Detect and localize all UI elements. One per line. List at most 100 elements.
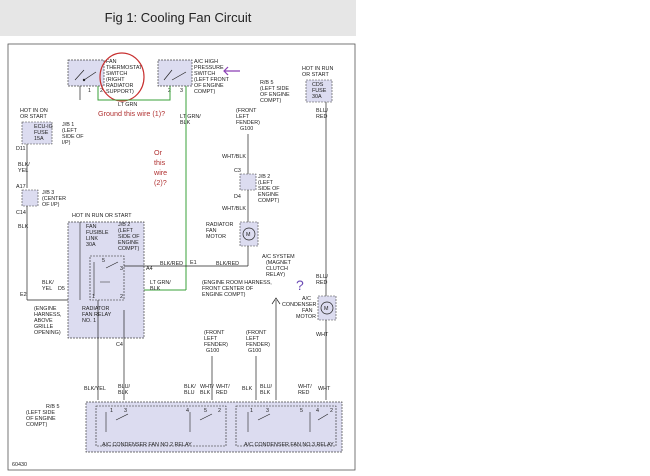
label: FAN bbox=[106, 59, 117, 65]
label: (FRONT bbox=[204, 330, 225, 336]
ac-condenser-fan-motor: M A/C CONDENSER FAN MOTOR bbox=[282, 295, 337, 321]
pin: 1 bbox=[88, 88, 91, 94]
label: (ENGINE ROOM HARNESS, bbox=[202, 280, 272, 286]
annotation-or-wire-2: wire bbox=[153, 168, 167, 177]
label: HOT IN RUN OR START bbox=[72, 213, 132, 219]
label: NO. 1 bbox=[82, 318, 96, 324]
label: (LEFT SIDE bbox=[26, 410, 55, 416]
wire-label: BLK/RED bbox=[160, 261, 183, 267]
wire-label: WHT bbox=[318, 386, 331, 392]
annotation-or-wire-2: Or bbox=[154, 148, 163, 157]
label: SIDE OF bbox=[258, 186, 280, 192]
label: OF I/P) bbox=[42, 202, 60, 208]
wire-label: LT GRN bbox=[118, 102, 137, 108]
label: 15A bbox=[34, 136, 44, 142]
label: THERMOSTAT bbox=[106, 65, 143, 71]
label: FUSE bbox=[312, 88, 327, 94]
pin: 3 bbox=[120, 266, 123, 272]
pin: 5 bbox=[204, 408, 207, 414]
pin: 5 bbox=[102, 258, 105, 264]
connector: D11 bbox=[16, 146, 26, 152]
wire-label: BLK/RED bbox=[216, 261, 239, 267]
green-wire bbox=[97, 86, 171, 101]
question-mark-annotation: ? bbox=[296, 277, 304, 293]
label: FAN bbox=[302, 308, 313, 314]
label: FAN RELAY bbox=[82, 312, 112, 318]
label: FUSE bbox=[34, 130, 49, 136]
wire-label: BLU/ bbox=[118, 384, 130, 390]
label: HARNESS, bbox=[34, 312, 62, 318]
connector: E1 bbox=[190, 260, 197, 266]
connector: D5 bbox=[58, 286, 65, 292]
pin: 4 bbox=[186, 408, 189, 414]
label: OF ENGINE bbox=[194, 83, 224, 89]
figure-title: Fig 1: Cooling Fan Circuit bbox=[104, 10, 252, 25]
label: FUSIBLE bbox=[86, 230, 109, 236]
pin: 2 bbox=[100, 88, 103, 94]
connector: C3 bbox=[234, 168, 241, 174]
pin: 2 bbox=[330, 408, 333, 414]
wire-label: WHT bbox=[316, 332, 329, 338]
label: RADIATOR bbox=[82, 306, 109, 312]
wire-label: WHT/BLK bbox=[222, 154, 246, 160]
wire-label: BLK bbox=[180, 120, 191, 126]
label: (LEFT bbox=[62, 128, 78, 134]
label: J/B 1 bbox=[62, 122, 74, 128]
wire-label: BLU bbox=[184, 390, 195, 396]
wire-label: BLU/ bbox=[316, 108, 328, 114]
label: RELAY) bbox=[266, 272, 285, 278]
label: G100 bbox=[248, 348, 261, 354]
pin: 2 bbox=[120, 294, 123, 300]
pin: 2 bbox=[218, 408, 221, 414]
label: FAN bbox=[86, 224, 97, 230]
wire-label: RED bbox=[216, 390, 227, 396]
label: FENDER) bbox=[204, 342, 228, 348]
label: (ENGINE bbox=[34, 306, 57, 312]
label: SWITCH bbox=[194, 71, 215, 77]
wire-label: BLK bbox=[242, 386, 253, 392]
label: MOTOR bbox=[206, 234, 226, 240]
wire-label: YEL bbox=[18, 168, 28, 174]
wire-label: BLK bbox=[150, 286, 161, 292]
wire-label: YEL bbox=[42, 286, 52, 292]
label: RADIATOR bbox=[106, 83, 133, 89]
label: I/P) bbox=[62, 140, 71, 146]
pin: 5 bbox=[300, 408, 303, 414]
annotation-or-wire-2: (2)? bbox=[154, 178, 167, 187]
label: SWITCH bbox=[106, 71, 127, 77]
pin: 3 bbox=[180, 88, 183, 94]
wire-label: LT GRN/ bbox=[180, 114, 201, 120]
pin: 3 bbox=[266, 408, 269, 414]
label: SIDE OF bbox=[118, 234, 140, 240]
label: J/B 3 bbox=[42, 190, 54, 196]
label: G100 bbox=[240, 126, 253, 132]
relay-label: A/C CONDENSER FAN NO.2 RELAY bbox=[102, 442, 192, 448]
label: OPENING) bbox=[34, 330, 61, 336]
wire bbox=[211, 356, 257, 400]
red-circle-annotation bbox=[99, 52, 145, 102]
label: HOT IN ON bbox=[20, 108, 48, 114]
label: MOTOR bbox=[296, 314, 316, 320]
ac-high-pressure-switch: A/C HIGH PRESSURE SWITCH (LEFT FRONT OF … bbox=[157, 59, 230, 95]
label: FAN bbox=[206, 228, 217, 234]
jb2-right-block: J/B 2 (LEFT SIDE OF ENGINE COMPT) bbox=[239, 173, 280, 204]
label: ENGINE bbox=[118, 240, 139, 246]
wire-label: BLK/ bbox=[18, 162, 30, 168]
wire-label: BLK bbox=[18, 224, 29, 230]
wire-label: RED bbox=[316, 114, 327, 120]
label: (FRONT bbox=[236, 108, 257, 114]
arrow bbox=[271, 297, 281, 400]
label: (LEFT bbox=[258, 180, 274, 186]
label: OF ENGINE bbox=[26, 416, 56, 422]
label: 30A bbox=[86, 242, 96, 248]
label: CLUTCH bbox=[266, 266, 288, 272]
label: LEFT bbox=[204, 336, 218, 342]
wire-label: WHT/ bbox=[298, 384, 312, 390]
label: OF ENGINE bbox=[260, 92, 290, 98]
label: ABOVE bbox=[34, 318, 53, 324]
label: FENDER) bbox=[236, 120, 260, 126]
purple-arrow-annotation bbox=[223, 66, 240, 76]
diagram-frame bbox=[7, 43, 356, 471]
label: PRESSURE bbox=[194, 65, 224, 71]
label: J/B 2 bbox=[258, 174, 270, 180]
